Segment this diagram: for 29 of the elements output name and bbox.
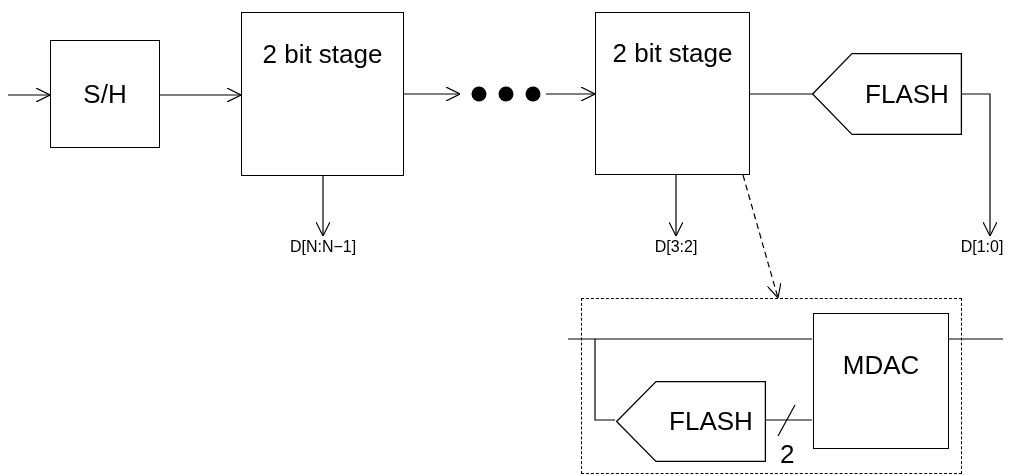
signal-line <box>749 93 813 95</box>
signal-line <box>594 338 616 421</box>
block-label: S/H <box>83 79 127 109</box>
block-label: 2 bit stage <box>262 39 383 69</box>
block-label: MDAC <box>842 350 920 380</box>
flash-adc-block <box>616 381 766 462</box>
arrow <box>961 93 998 237</box>
arrow <box>403 86 461 102</box>
output-label: D[N:N−1] <box>289 238 357 256</box>
signal-line <box>567 338 813 340</box>
arrow <box>7 87 51 103</box>
process-box <box>50 40 160 148</box>
arrow <box>545 86 596 102</box>
block-label: FLASH <box>865 79 949 109</box>
dashed-detail-box <box>581 298 962 474</box>
signal-line <box>947 338 1004 340</box>
process-box <box>813 313 949 449</box>
arrow <box>159 87 242 103</box>
flash-adc-block <box>812 53 962 135</box>
block-label: FLASH <box>669 407 753 436</box>
process-box <box>241 12 404 176</box>
output-label: D[3:2] <box>654 238 698 256</box>
arrow <box>668 174 684 237</box>
block-label: 2 bit stage <box>612 39 733 68</box>
arrow <box>315 175 331 237</box>
dashed-arrow <box>742 174 782 299</box>
process-box <box>595 12 750 175</box>
output-label: D[1:0] <box>960 238 1004 256</box>
signal-line <box>764 419 813 421</box>
